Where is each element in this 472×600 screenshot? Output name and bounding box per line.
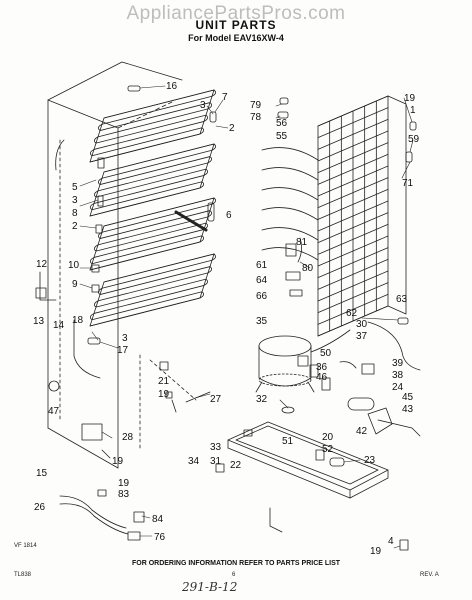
callout-79: 79 xyxy=(250,100,262,111)
callout-38: 38 xyxy=(392,370,404,381)
small-parts xyxy=(35,85,421,551)
callout-34: 34 xyxy=(188,456,200,467)
callout-labels: 16 3 7 2 5 3 8 2 6 12 10 9 13 14 18 3 17… xyxy=(33,81,420,557)
page-number: 6 xyxy=(232,572,236,578)
callout-81: 81 xyxy=(296,237,308,248)
callout-76: 76 xyxy=(154,532,166,543)
callout-45: 45 xyxy=(402,392,414,403)
callout-21: 21 xyxy=(158,376,170,387)
callout-37: 37 xyxy=(356,331,368,342)
callout-3: 3 xyxy=(72,195,78,206)
revision: REV. A xyxy=(420,572,439,578)
handwritten-note: 291-B-12 xyxy=(182,580,238,594)
callout-84: 84 xyxy=(152,514,164,525)
leader-lines xyxy=(79,85,414,549)
callout-36: 36 xyxy=(316,362,328,373)
callout-6: 6 xyxy=(226,210,232,221)
callout-55: 55 xyxy=(276,131,288,142)
callout-2: 2 xyxy=(72,221,78,232)
callout-52: 52 xyxy=(322,444,334,455)
callout-8: 8 xyxy=(72,208,78,219)
shelf-3 xyxy=(89,197,216,271)
callout-19: 19 xyxy=(370,546,382,557)
callout-51: 51 xyxy=(282,436,294,447)
condenser-tubing xyxy=(261,147,319,261)
callout-18: 18 xyxy=(72,315,84,326)
callout-78: 78 xyxy=(250,112,262,123)
callout-61: 61 xyxy=(256,260,268,271)
callout-5: 5 xyxy=(72,182,78,193)
callout-17: 17 xyxy=(117,345,129,356)
callout-10: 10 xyxy=(68,260,80,271)
callout-39: 39 xyxy=(392,358,404,369)
callout-83: 83 xyxy=(118,489,130,500)
callout-20: 20 xyxy=(322,432,334,443)
bottom-left-code: TL838 xyxy=(14,572,32,578)
compressor-base xyxy=(227,421,389,499)
callout-28: 28 xyxy=(122,432,134,443)
callout-63: 63 xyxy=(396,294,408,305)
callout-47: 47 xyxy=(48,406,60,417)
callout-12: 12 xyxy=(36,259,48,270)
callout-50: 50 xyxy=(320,348,332,359)
shelf-2 xyxy=(89,143,216,217)
callout-22: 22 xyxy=(230,460,242,471)
callout-26: 26 xyxy=(34,502,46,513)
callout-15: 15 xyxy=(36,468,48,479)
callout-66: 66 xyxy=(256,291,268,302)
callout-9: 9 xyxy=(72,279,78,290)
callout-14: 14 xyxy=(53,320,65,331)
evaporator-shelves xyxy=(89,89,216,327)
callout-80: 80 xyxy=(302,263,314,274)
callout-24: 24 xyxy=(392,382,404,393)
figure-code: VF 1814 xyxy=(14,543,37,549)
callout-19: 19 xyxy=(118,478,130,489)
watermark: AppliancePartsPros.com xyxy=(126,3,346,24)
callout-32: 32 xyxy=(256,394,268,405)
shelf-4 xyxy=(89,253,216,327)
model-line: For Model EAV16XW-4 xyxy=(188,33,284,43)
callout-56: 56 xyxy=(276,118,288,129)
callout-42: 42 xyxy=(356,426,368,437)
callout-35: 35 xyxy=(256,316,268,327)
callout-4: 4 xyxy=(388,536,394,547)
callout-27: 27 xyxy=(210,394,222,405)
callout-30: 30 xyxy=(356,319,368,330)
callout-43: 43 xyxy=(402,404,414,415)
callout-1: 1 xyxy=(410,105,416,116)
callout-19: 19 xyxy=(158,389,170,400)
callout-71: 71 xyxy=(402,178,414,189)
shelf-1 xyxy=(89,89,216,163)
callout-64: 64 xyxy=(256,275,268,286)
callout-13: 13 xyxy=(33,316,45,327)
callout-62: 62 xyxy=(346,308,358,319)
diagram-title: UNIT PARTS xyxy=(195,18,277,32)
condenser-coil xyxy=(261,95,407,337)
compressor xyxy=(255,329,351,393)
callout-19: 19 xyxy=(404,93,416,104)
callout-33: 33 xyxy=(210,442,222,453)
callout-23: 23 xyxy=(364,455,376,466)
callout-59: 59 xyxy=(408,134,420,145)
callout-16: 16 xyxy=(166,81,178,92)
callout-3: 3 xyxy=(122,333,128,344)
callout-3: 3 xyxy=(200,100,206,111)
callout-46: 46 xyxy=(316,372,328,383)
callout-31: 31 xyxy=(210,456,222,467)
callout-7: 7 xyxy=(222,92,228,103)
callout-19: 19 xyxy=(112,456,124,467)
callout-2: 2 xyxy=(229,123,235,134)
cabinet-outline xyxy=(47,61,197,469)
ordering-note: FOR ORDERING INFORMATION REFER TO PARTS … xyxy=(131,560,341,567)
